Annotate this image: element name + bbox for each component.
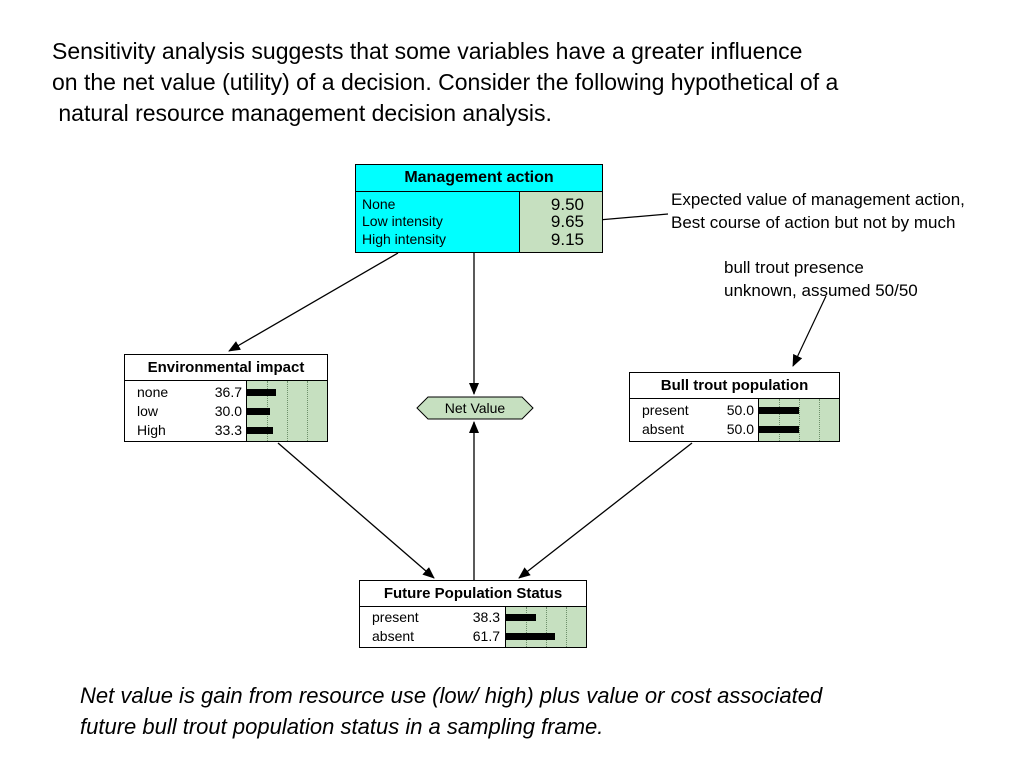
management-option-row[interactable]: Low intensity 9.65 [356,212,602,231]
option-label: High intensity [362,231,447,247]
edge-environmental-to-future [277,442,435,579]
net-value-node[interactable]: Net Value [416,396,534,420]
state-row: High 33.3 [125,421,327,440]
bull-trout-population-node[interactable]: Bull trout population present 50.0 absen… [629,372,840,442]
state-row: absent 50.0 [630,420,839,439]
bull-trout-population-body: present 50.0 absent 50.0 [630,399,839,441]
state-label: present [642,402,689,418]
belief-bar [505,633,555,640]
state-label: none [137,384,169,400]
state-label: low [137,403,159,419]
state-value: 61.7 [472,628,500,644]
future-population-status-body: present 38.3 absent 61.7 [360,607,586,647]
state-row: low 30.0 [125,402,327,421]
belief-bar-panel [758,399,839,441]
environmental-impact-node[interactable]: Environmental impact none 36.7 low 30.0 … [124,354,328,442]
net-value-shape [416,396,534,420]
expected-value-note: Expected value of management action, Bes… [671,190,965,232]
belief-bar [758,407,799,414]
option-label: Low intensity [362,213,443,229]
state-label: absent [642,421,685,437]
environmental-impact-title: Environmental impact [125,355,327,381]
footer-text: Net value is gain from resource use (low… [80,683,823,739]
state-row: present 50.0 [630,401,839,420]
state-value: 30.0 [214,403,242,419]
state-value: 33.3 [214,422,242,438]
belief-bar [758,426,799,433]
edge-bulltrout-to-future [518,442,693,579]
bull-trout-population-title: Bull trout population [630,373,839,399]
state-value: 50.0 [726,421,754,437]
management-action-body: None 9.50 Low intensity 9.65 High intens… [356,192,602,252]
state-label: High [137,422,166,438]
annotation-arrow-bull-trout [792,295,827,367]
intro-text: Sensitivity analysis suggests that some … [52,38,839,126]
option-utility: 9.50 [550,195,584,214]
belief-bar-panel [505,607,586,647]
state-row: absent 61.7 [360,627,586,646]
environmental-impact-body: none 36.7 low 30.0 High 33.3 [125,381,327,441]
option-label: None [362,196,396,212]
state-row: none 36.7 [125,383,327,402]
future-population-status-node[interactable]: Future Population Status present 38.3 ab… [359,580,587,648]
future-population-status-title: Future Population Status [360,581,586,607]
belief-bar [505,614,536,621]
state-value: 38.3 [472,609,500,625]
management-action-title: Management action [356,165,602,192]
management-option-row[interactable]: None 9.50 [356,195,602,214]
management-action-node[interactable]: Management action None 9.50 Low intensit… [355,164,603,253]
utility-column [519,192,602,252]
belief-bar [246,427,273,434]
bull-trout-note: bull trout presence unknown, assumed 50/… [724,258,918,300]
state-label: absent [372,628,415,644]
belief-bar [246,408,270,415]
management-option-row[interactable]: High intensity 9.15 [356,230,602,249]
state-value: 36.7 [214,384,242,400]
state-row: present 38.3 [360,608,586,627]
option-utility: 9.15 [550,230,584,249]
state-label: present [372,609,419,625]
state-value: 50.0 [726,402,754,418]
option-utility: 9.65 [550,212,584,231]
belief-bar [246,389,276,396]
net-value-label: Net Value [444,400,506,416]
edge-management-to-environmental [228,252,399,352]
